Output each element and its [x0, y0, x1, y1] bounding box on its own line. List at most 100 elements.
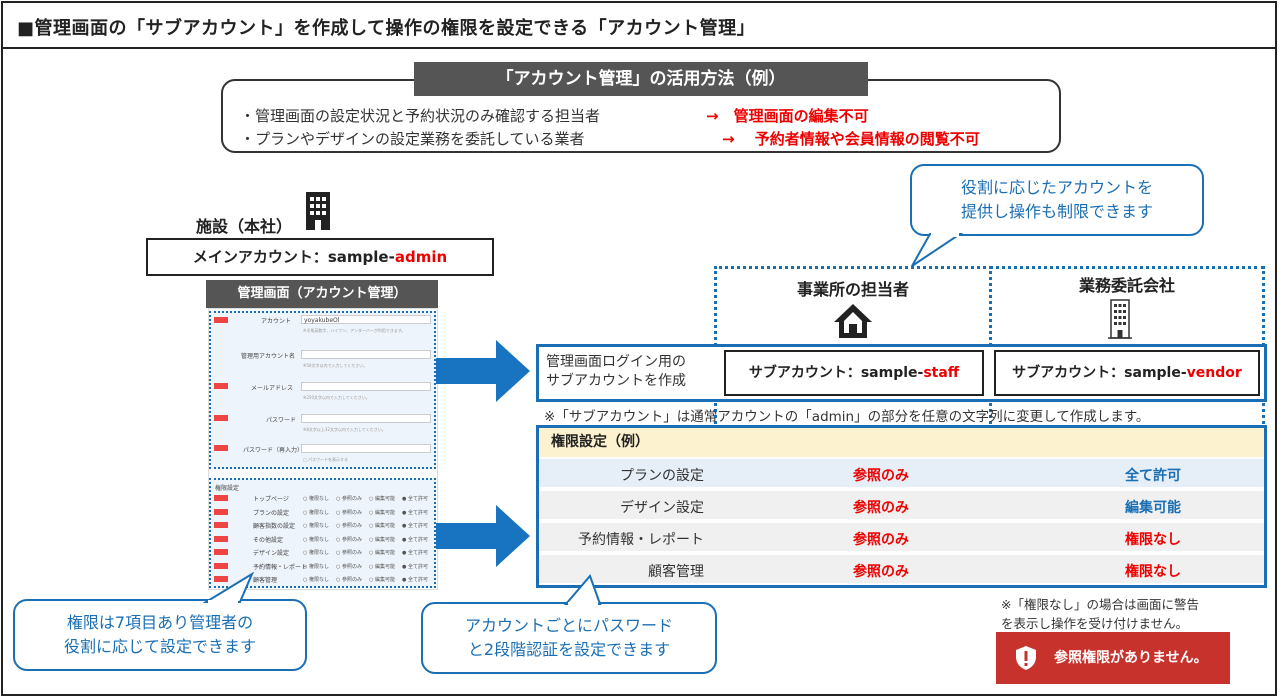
required-tag: [214, 383, 228, 389]
mock-perm-radio[interactable]: ● 全て許可: [402, 496, 428, 502]
permission-row: 予約情報・レポート参照のみ権限なし: [539, 523, 1264, 553]
mock-field-note: ※半角英数字、ハイフン、アンダーバーが利用できます。: [303, 328, 406, 333]
role-bubble-tail: [911, 233, 964, 267]
vendor-sub-account-prefix: サブアカウント：sample-: [1012, 365, 1187, 381]
main-account-prefix: メインアカウント：sample-: [192, 248, 395, 266]
mock-email-input[interactable]: [301, 382, 431, 391]
mock-perm-radio[interactable]: ○ 権限なし: [303, 536, 329, 543]
mock-perm-radio[interactable]: ● 全て許可: [402, 523, 428, 529]
arrow-to-login-icon: [436, 340, 530, 402]
permission-name: デザイン設定: [620, 500, 704, 516]
mock-perm-radio[interactable]: ○ 参照のみ: [336, 523, 362, 529]
mock-field-note: ※50文字以内で入力してください。: [303, 363, 368, 368]
required-tag: [214, 549, 228, 555]
account-fields-section: アカウント yoyakubeOl ※半角英数字、ハイフン、アンダーバーが利用でき…: [209, 311, 436, 469]
mock-perm-radio[interactable]: ○ 参照のみ: [336, 496, 362, 502]
password-bubble: アカウントごとにパスワード と2段階認証を設定できます: [421, 602, 717, 674]
mock-perm-radio[interactable]: ○ 編集可能: [369, 509, 395, 516]
permission-name: プランの設定: [620, 468, 704, 484]
office-building-icon: [306, 192, 330, 230]
mock-field-label: パスワード: [266, 417, 297, 424]
sub-account-label-line-2: サブアカウントを作成: [546, 373, 686, 389]
mock-perm-label: プランの設定: [253, 509, 290, 517]
mock-field-row: アカウント yoyakubeOl ※半角英数字、ハイフン、アンダーバーが利用でき…: [211, 315, 434, 343]
mock-account-input[interactable]: yoyakubeOl: [301, 315, 431, 324]
permission-row: デザイン設定 参照のみ 編集可能: [539, 491, 1264, 521]
main-account-box: メインアカウント：sample-admin: [146, 238, 494, 276]
mock-perm-radio[interactable]: ● 全て許可: [402, 536, 428, 543]
staff-sub-account: サブアカウント：sample-staff: [724, 350, 984, 396]
usage-title: 「アカウント管理」の活用方法（例）: [414, 62, 868, 96]
role-bubble-line-1: 役割に応じたアカウントを: [960, 178, 1153, 197]
mock-perm-label: 顧客指数の設定: [253, 523, 296, 530]
password-bubble-tail: [563, 574, 602, 606]
mock-perm-radio[interactable]: ○ 編集可能: [369, 563, 395, 570]
mock-perm-radio[interactable]: ○ 編集可能: [369, 523, 395, 529]
mock-field-row: 管理用アカウント名 ※50文字以内で入力してください。: [211, 347, 434, 375]
shield-alert-icon: [1016, 646, 1036, 670]
mock-name-input[interactable]: [301, 350, 431, 359]
mock-perm-radio[interactable]: ● 全て許可: [402, 577, 428, 583]
header-bar: ■管理画面の「サブアカウント」を作成して操作の権限を設定できる「アカウント管理」: [3, 3, 1275, 49]
required-tag: [214, 535, 228, 542]
mock-perm-radio[interactable]: ● 全て許可: [402, 509, 428, 516]
admin-screen-title: 管理画面（アカウント管理）: [206, 280, 438, 308]
mock-perm-radio[interactable]: ○ 参照のみ: [336, 550, 362, 556]
mock-perm-section-label: 権限設定: [215, 485, 240, 492]
home-icon: [834, 304, 872, 338]
role-bubble: 役割に応じたアカウントを 提供し操作も制限できます: [910, 164, 1204, 236]
mock-perm-radio[interactable]: ○ 権限なし: [303, 496, 329, 502]
mock-perm-radio[interactable]: ● 全て許可: [402, 550, 428, 556]
vendor-column-head: 業務委託会社: [1078, 276, 1175, 295]
required-tag: [214, 508, 228, 515]
mock-show-password-checkbox[interactable]: □ パスワードを表示する: [303, 457, 349, 462]
mock-perm-radio[interactable]: ○ 編集可能: [369, 536, 395, 543]
perm-count-bubble-tail: [202, 572, 254, 604]
staff-permission-value: 参照のみ: [853, 500, 909, 516]
mock-field-label: 管理用アカウント名: [241, 353, 296, 360]
vendor-sub-account-suffix: vendor: [1186, 365, 1242, 381]
mock-field-label: パスワード（再入力）: [243, 447, 304, 454]
perm-count-bubble-line-2: 役割に応じて設定できます: [63, 637, 256, 656]
mock-perm-label: その他設定: [253, 536, 284, 544]
mock-perm-radio[interactable]: ○ 参照のみ: [336, 509, 362, 516]
mock-password-confirm-input[interactable]: [301, 444, 431, 453]
main-account-suffix: admin: [394, 248, 448, 266]
mock-perm-radio[interactable]: ○ 権限なし: [303, 523, 329, 529]
mock-perm-radio[interactable]: ○ 編集可能: [369, 550, 395, 556]
mock-password-input[interactable]: [301, 414, 431, 423]
mock-perm-radio[interactable]: ○ 参照のみ: [336, 577, 362, 583]
mock-perm-radio[interactable]: ○ 権限なし: [303, 563, 329, 570]
mock-perm-radio[interactable]: ○ 権限なし: [303, 577, 329, 583]
permission-row: 顧客管理参照のみ権限なし: [539, 555, 1264, 585]
vendor-building-icon: [1108, 299, 1132, 339]
mock-field-row: メールアドレス ※250文字以内で入力してください。: [211, 379, 434, 407]
vendor-sub-account: サブアカウント：sample-vendor: [994, 350, 1260, 396]
mock-field-note: ※8文字以上32文字以内で入力してください。: [303, 427, 386, 432]
vendor-permission-value: 編集可能: [1125, 500, 1181, 516]
mock-perm-radio[interactable]: ○ 参照のみ: [336, 563, 362, 570]
mock-perm-radio[interactable]: ○ 権限なし: [303, 509, 329, 516]
mock-perm-radio[interactable]: ○ 編集可能: [369, 496, 395, 502]
usage-line-2: ・プランやデザインの設定業務を委託している業者: [240, 130, 585, 148]
mock-perm-radio[interactable]: ○ 権限なし: [303, 550, 329, 556]
permission-row: プランの設定参照のみ全て許可: [539, 459, 1264, 489]
permission-name: 顧客管理: [648, 564, 704, 580]
vendor-permission-value: 権限なし: [1125, 564, 1181, 580]
no-permission-note-line-1: ※「権限なし」の場合は画面に警告: [1001, 597, 1199, 612]
arrow-to-permission-icon: [436, 505, 530, 567]
mock-perm-radio[interactable]: ○ 参照のみ: [336, 536, 362, 543]
usage-line-1: ・管理画面の設定状況と予約状況のみ確認する担当者: [240, 107, 601, 125]
mock-perm-radio[interactable]: ○ 編集可能: [369, 577, 395, 583]
mock-field-row: パスワード ※8文字以上32文字以内で入力してください。: [211, 411, 434, 439]
facility-label: 施設（本社）: [196, 217, 293, 236]
mock-perm-radio[interactable]: ● 全て許可: [402, 563, 428, 570]
required-tag: [214, 562, 228, 569]
staff-permission-value: 参照のみ: [853, 532, 909, 548]
mock-perm-label: デザイン設定: [253, 550, 290, 557]
perm-count-bubble-line-1: 権限は7項目あり管理者の: [66, 613, 254, 632]
mock-account-value: yoyakubeOl: [304, 317, 340, 324]
mock-field-row: パスワード（再入力） □ パスワードを表示する: [211, 441, 434, 469]
no-permission-note: ※「権限なし」の場合は画面に警告 を表示し操作を受け付けません。: [1001, 595, 1199, 633]
